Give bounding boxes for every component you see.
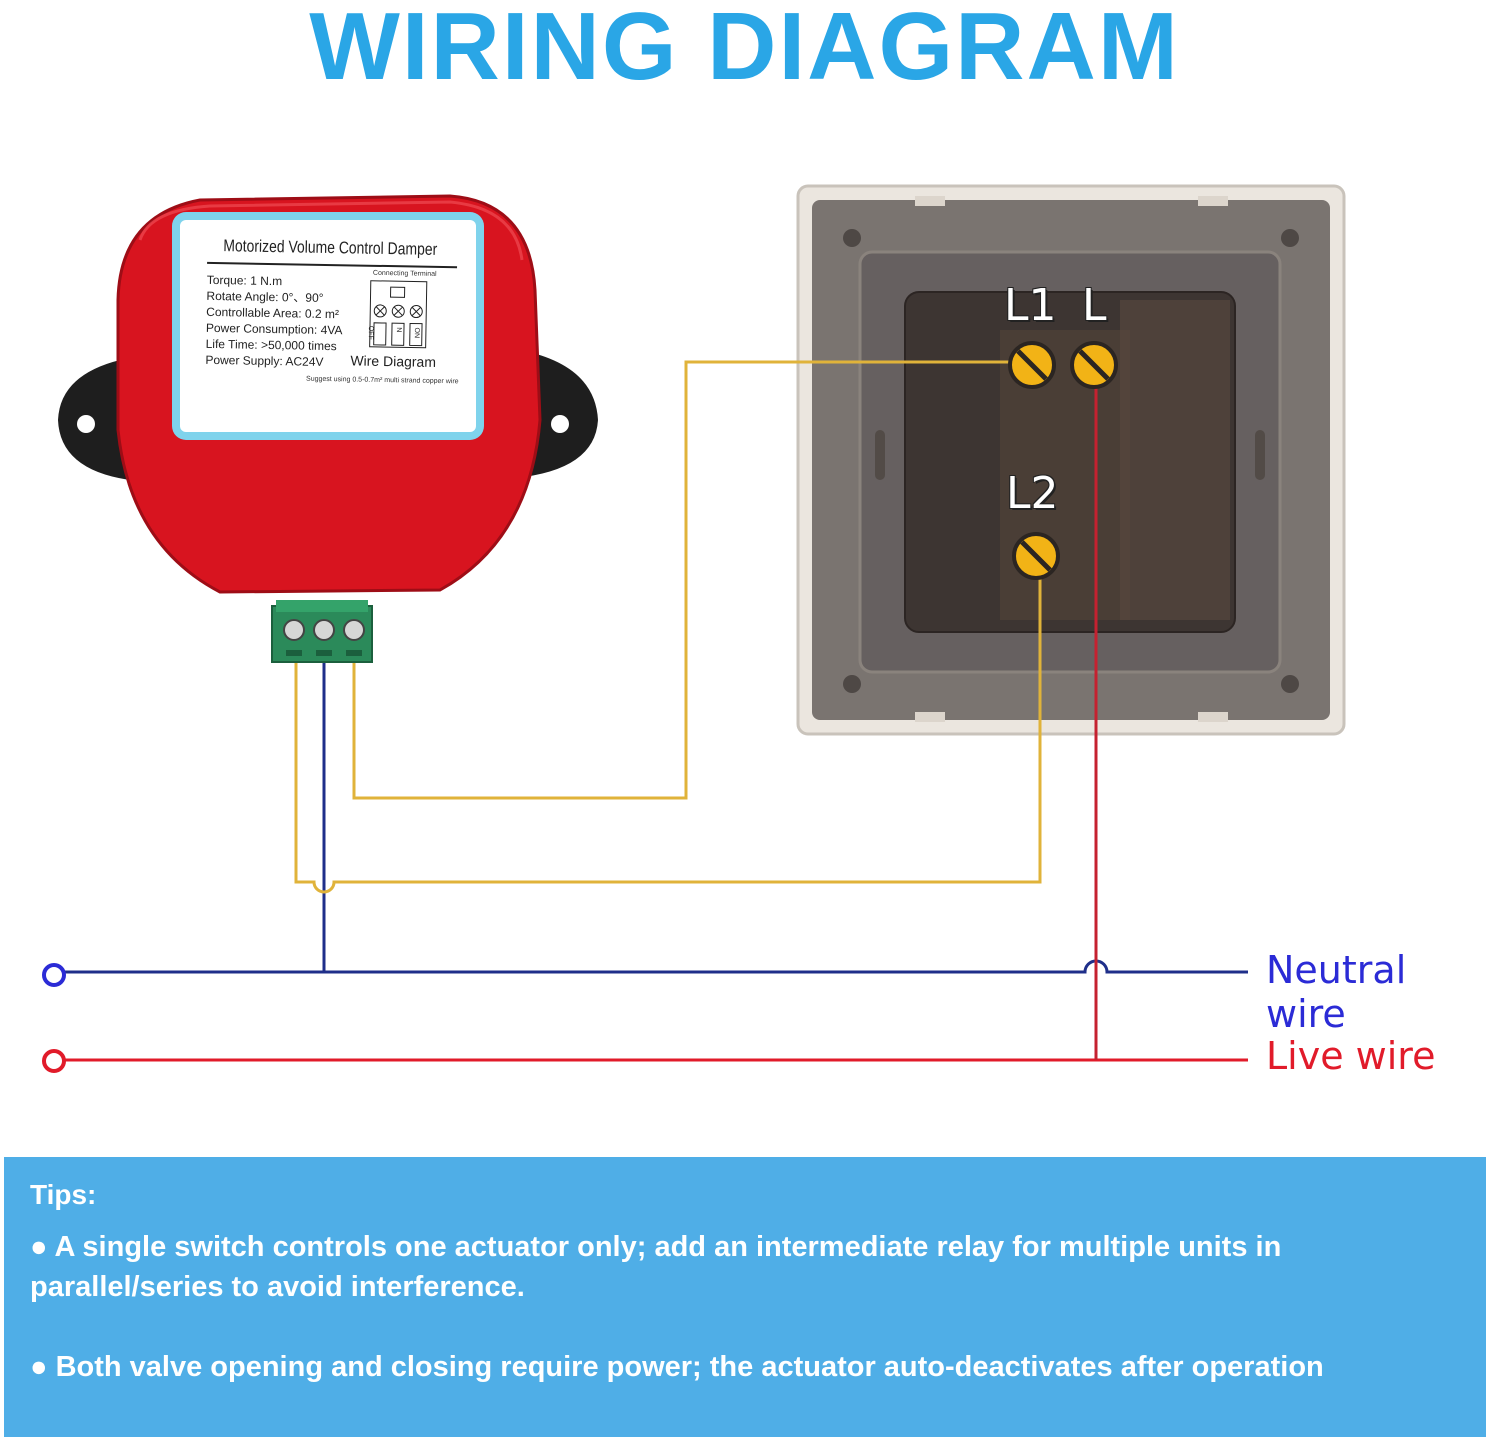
neutral-wire-label: Neutral wire (1266, 948, 1407, 1036)
tips-panel: Tips: ● A single switch controls one act… (4, 1157, 1486, 1437)
l2-signal-wire (294, 560, 1042, 894)
neutral-terminal-icon (42, 963, 66, 987)
damper-specs: Torque: 1 N.m Rotate Angle: 0°、90° Contr… (205, 272, 343, 370)
switch-screws (1008, 341, 1118, 580)
damper-actuator (58, 194, 598, 663)
tip-item: ● A single switch controls one actuator … (30, 1231, 1282, 1303)
wire-diagram-label: Wire Diagram (350, 352, 437, 370)
terminal-mark-on: ON (412, 327, 420, 339)
l1-signal-wire (352, 360, 1030, 800)
terminal-label-l2: L2 (1006, 468, 1059, 519)
wall-switch (796, 184, 1346, 736)
damper-label-title: Motorized Volume Control Damper (223, 236, 438, 259)
tips-heading: Tips: (30, 1179, 97, 1210)
neutral-wire-line (62, 959, 1248, 974)
wire-suggestion-note: Suggest using 0.5-0.7m² multi strand cop… (306, 375, 459, 386)
terminal-label-l1: L1 (1004, 280, 1057, 331)
terminal-mark-n: N (394, 327, 402, 333)
live-wire-label: Live wire (1266, 1034, 1436, 1078)
terminal-schematic-icon (369, 280, 428, 349)
label-divider (207, 261, 458, 269)
connecting-terminal-label: Connecting Terminal (372, 269, 437, 278)
page-title: WIRING DIAGRAM (309, 0, 1180, 100)
live-terminal-icon (42, 1049, 66, 1073)
wires (62, 360, 1248, 1062)
spec-power-supply: Power Supply: AC24V (205, 352, 324, 369)
terminal-label-l: L (1082, 280, 1107, 331)
terminal-mark-off: OFF (366, 325, 375, 340)
damper-label-card: Motorized Volume Control Damper Torque: … (180, 219, 474, 432)
tip-item: ● Both valve opening and closing require… (30, 1351, 1324, 1383)
